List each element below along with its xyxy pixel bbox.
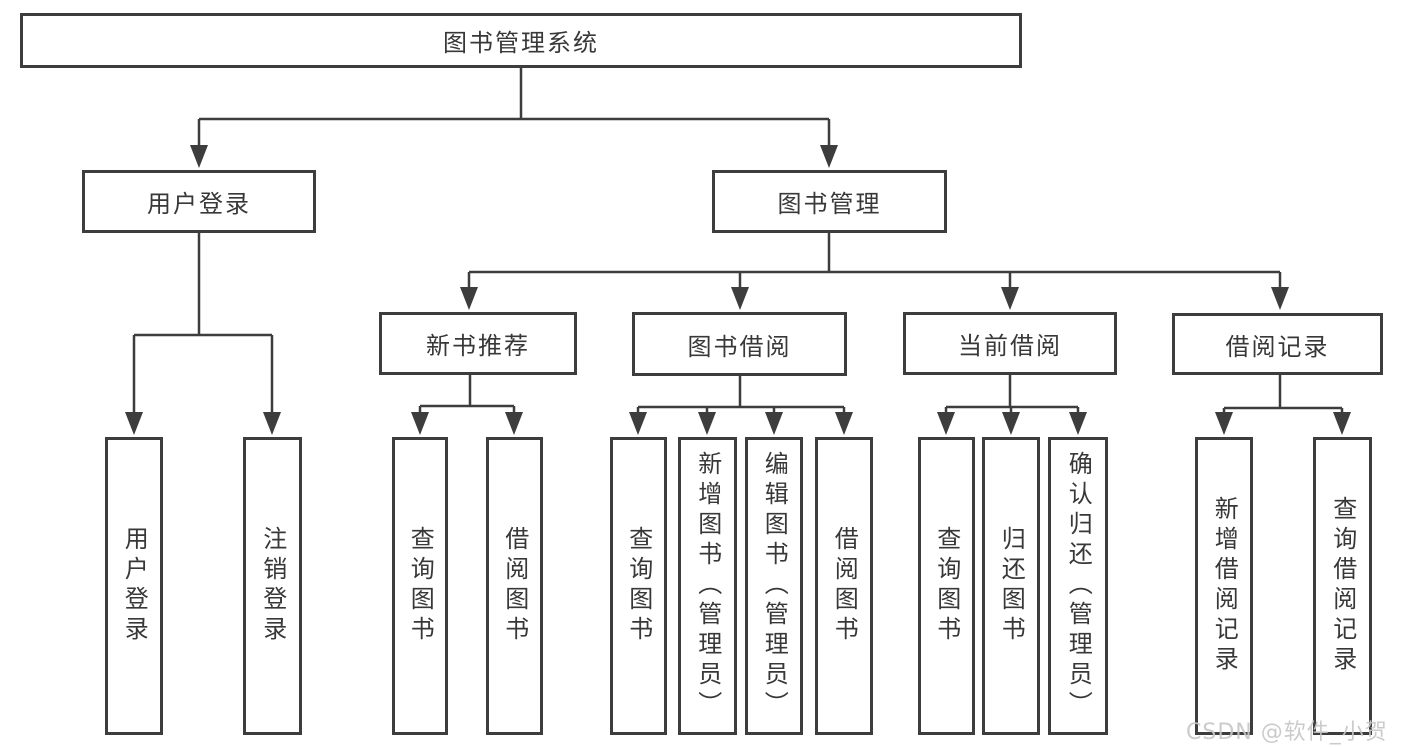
- leaf-query-books-borrow: 查询图书: [610, 437, 667, 735]
- leaf-confirm-return-admin: 确认归还（管理员）: [1048, 437, 1108, 735]
- leaf-return-books: 归还图书: [982, 437, 1040, 735]
- node-borrow-records: 借阅记录: [1172, 313, 1383, 375]
- leaf-logout: 注销登录: [243, 437, 302, 735]
- leaf-add-books-admin: 新增图书（管理员）: [678, 437, 737, 735]
- node-book-management: 图书管理: [712, 170, 947, 233]
- leaf-borrow-books-recommend: 借阅图书: [486, 437, 543, 735]
- watermark: CSDN @软件_小贺同学: [1186, 720, 1388, 745]
- leaf-query-books-recommend: 查询图书: [392, 437, 448, 735]
- leaf-edit-books-admin: 编辑图书（管理员）: [745, 437, 803, 735]
- node-book-borrow: 图书借阅: [632, 312, 847, 376]
- leaf-query-books-current: 查询图书: [918, 437, 975, 735]
- node-user-login: 用户登录: [82, 170, 316, 233]
- node-new-book-recommend: 新书推荐: [379, 312, 577, 375]
- node-root-library-system: 图书管理系统: [20, 13, 1022, 68]
- node-current-borrow: 当前借阅: [903, 312, 1117, 375]
- leaf-query-borrow-record: 查询借阅记录: [1313, 437, 1372, 735]
- leaf-borrow-books: 借阅图书: [815, 437, 873, 735]
- leaf-add-borrow-record: 新增借阅记录: [1195, 437, 1253, 735]
- leaf-user-login: 用户登录: [105, 437, 163, 735]
